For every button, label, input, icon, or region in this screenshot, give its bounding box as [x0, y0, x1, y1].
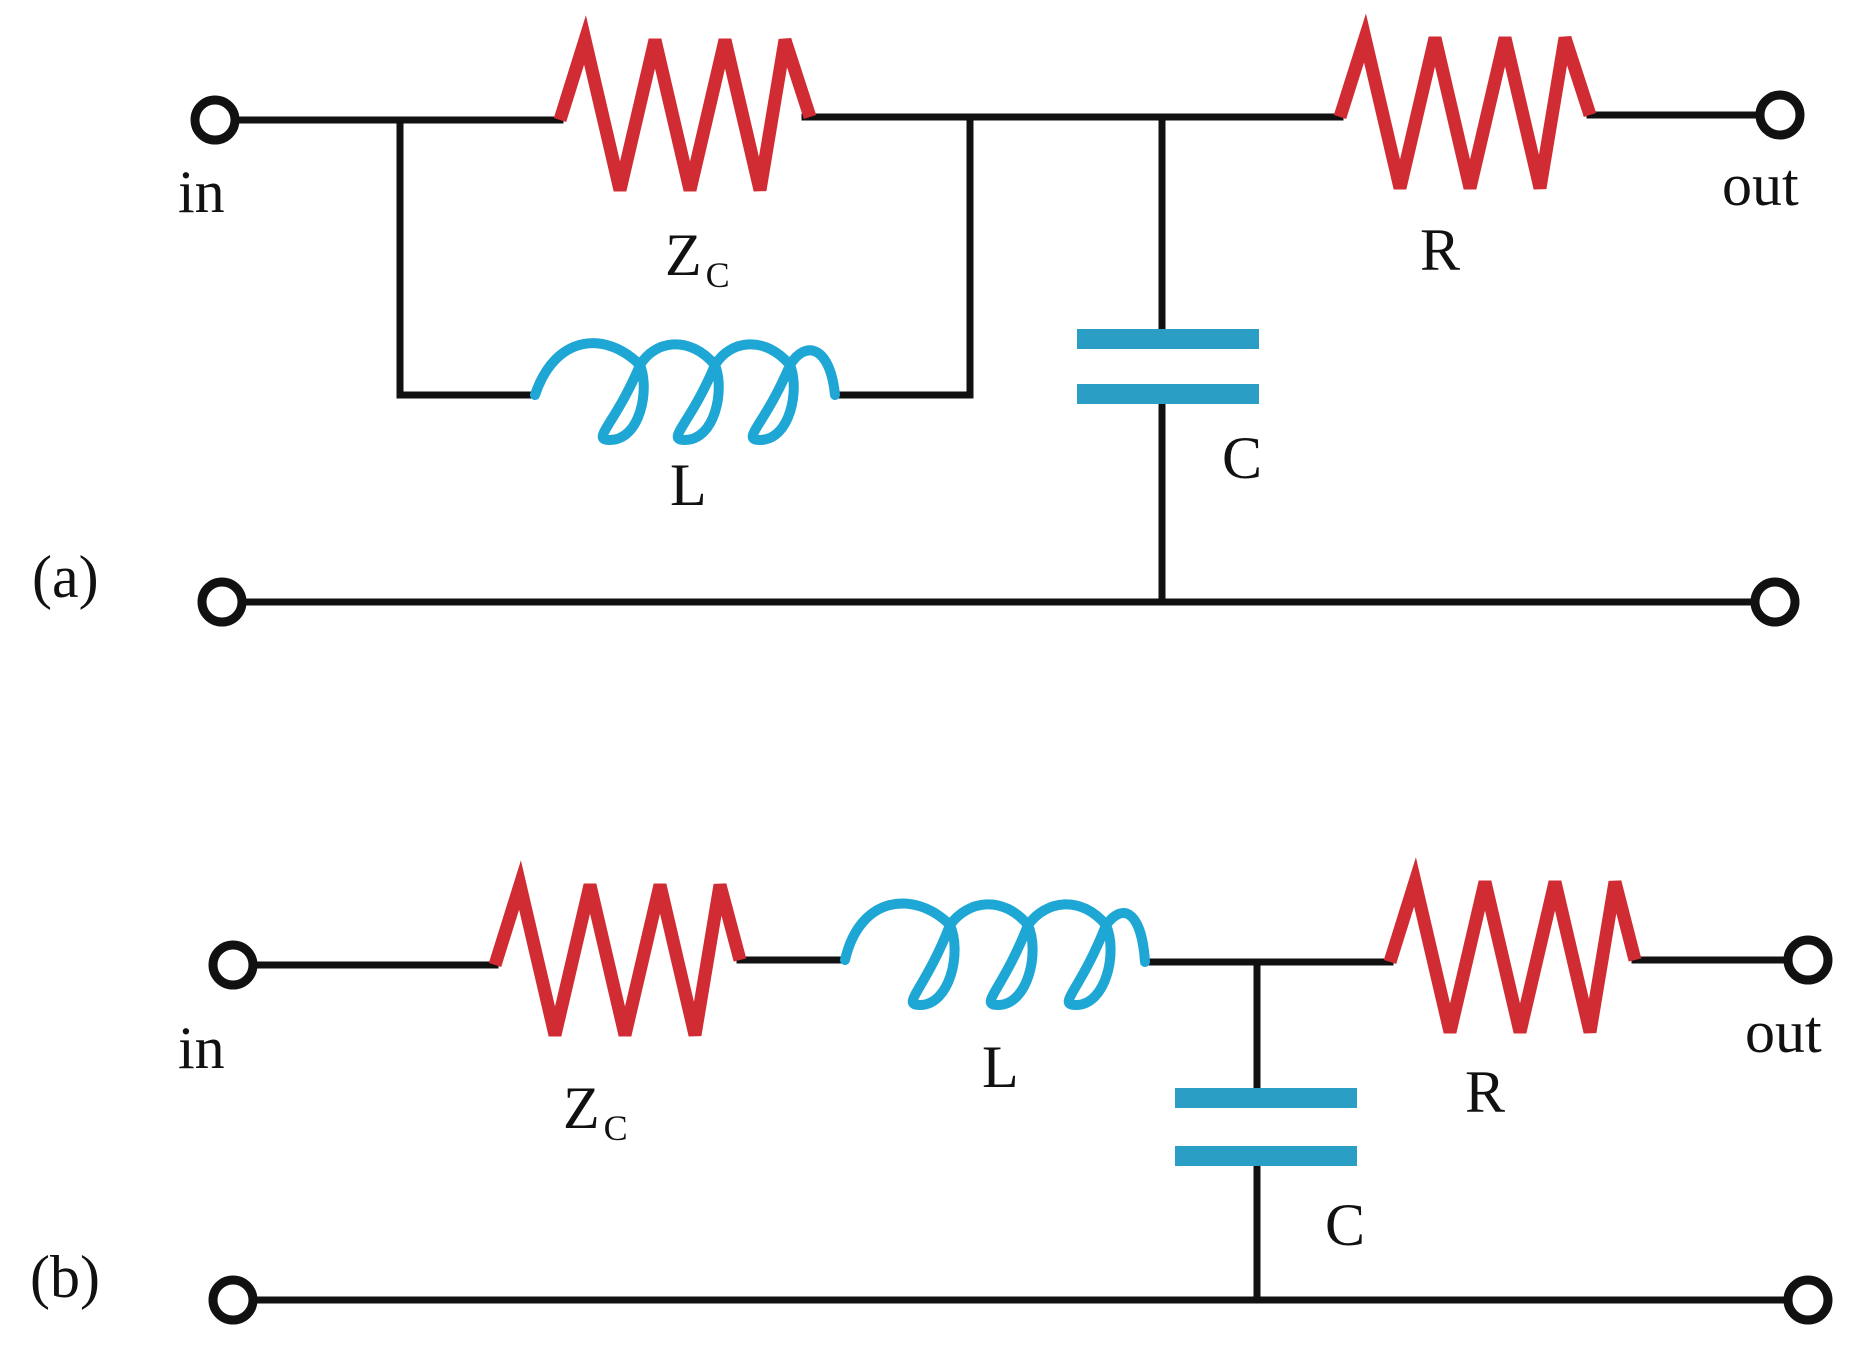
label-zc-a-main: Z	[665, 222, 702, 288]
capacitor-plate-bottom-b	[1175, 1146, 1357, 1166]
terminal-ground-left-a	[197, 577, 247, 627]
wires-b	[231, 956, 1814, 1304]
capacitor-c-b	[1175, 1088, 1357, 1166]
label-zc-b-subscript: C	[604, 1108, 628, 1148]
label-zc-a-subscript: C	[706, 255, 730, 295]
wires-a	[216, 111, 1784, 606]
label-in-a: in	[178, 159, 225, 225]
terminal-ground-right-a	[1750, 577, 1800, 627]
wire-a-right-branch	[831, 113, 974, 399]
inductor-l-b	[840, 898, 1150, 1010]
label-in-b: in	[178, 1015, 225, 1081]
label-r-a: R	[1420, 217, 1460, 283]
label-l-b: L	[982, 1034, 1019, 1100]
resistor-zc-b	[488, 860, 747, 1037]
terminal-in-a	[190, 95, 240, 145]
label-l-a: L	[670, 452, 707, 518]
label-c-a: C	[1222, 425, 1262, 491]
terminal-ground-right-b	[1783, 1275, 1833, 1325]
terminal-ground-left-b	[208, 1275, 258, 1325]
resistor-zc-a	[553, 15, 817, 192]
wire-a-left-branch	[396, 116, 539, 399]
panel-label-a: (a)	[32, 544, 99, 610]
terminal-out-a	[1755, 90, 1805, 140]
terminal-out-b	[1783, 935, 1833, 985]
terminal-in-b	[208, 940, 258, 990]
capacitor-plate-top-b	[1175, 1088, 1357, 1108]
panel-label-b: (b)	[30, 1244, 100, 1310]
capacitor-plate-bottom-a	[1077, 384, 1259, 404]
label-c-b: C	[1325, 1192, 1365, 1258]
inductor-l-a	[530, 338, 840, 445]
label-zc-b-main: Z	[563, 1075, 600, 1141]
label-out-b: out	[1745, 999, 1822, 1065]
resistor-r-a	[1333, 13, 1597, 190]
capacitor-plate-top-a	[1077, 329, 1259, 349]
label-r-b: R	[1465, 1059, 1505, 1125]
capacitor-c-a	[1077, 329, 1259, 404]
label-out-a: out	[1722, 152, 1799, 218]
resistor-r-b	[1383, 857, 1642, 1034]
